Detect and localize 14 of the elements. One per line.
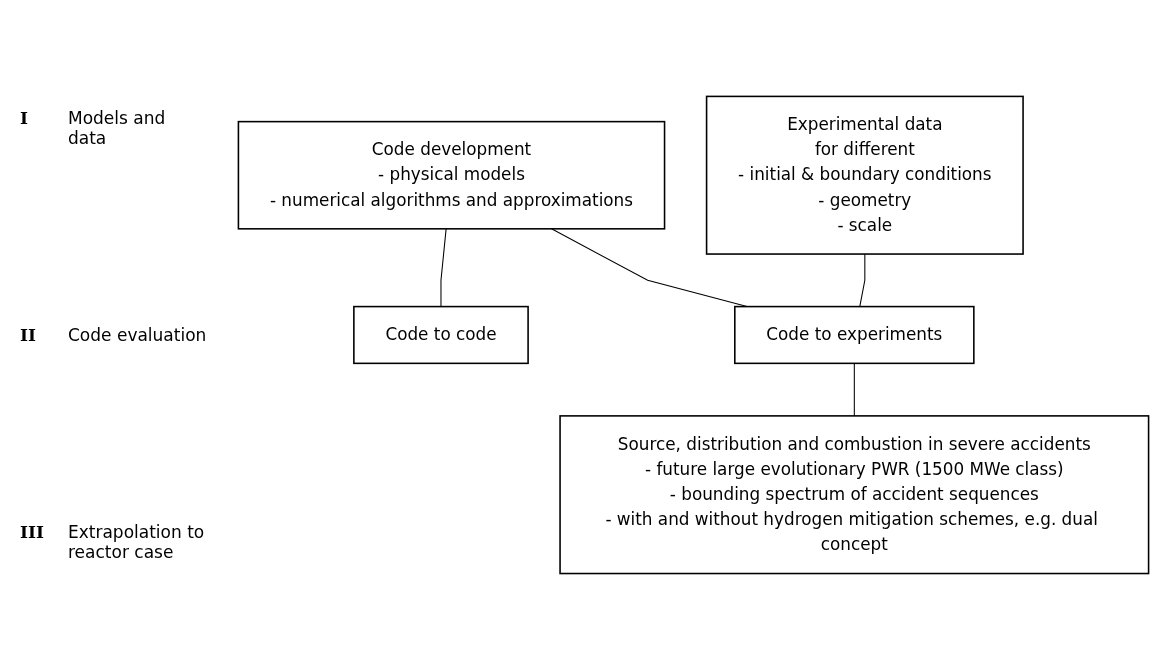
level-label: Code evaluation xyxy=(68,325,208,345)
node-box: Code development - physical models - numerical algorithms and approximations xyxy=(237,120,666,230)
connector xyxy=(853,362,855,417)
node-box: Experimental data for different - initial & boundary conditions - geometry - scale xyxy=(705,95,1024,255)
level-number: II xyxy=(20,325,37,345)
connector xyxy=(859,253,866,308)
node-box: Source, distribution and combustion in severe accidents - future large evolutionary PWR (1500 MWe class) - bounding spectrum of accident sequences - with and without hydrogen mitigation schemes, e.g. dual concept xyxy=(559,415,1150,575)
connector xyxy=(440,228,447,308)
level-label: Models and data xyxy=(68,108,167,149)
level-number: I xyxy=(20,108,29,131)
level-number: III xyxy=(20,521,45,544)
node-box: Code to experiments xyxy=(734,305,975,365)
level-label: Extrapolation to reactor case xyxy=(68,521,206,562)
node-box: Code to code xyxy=(353,305,529,365)
